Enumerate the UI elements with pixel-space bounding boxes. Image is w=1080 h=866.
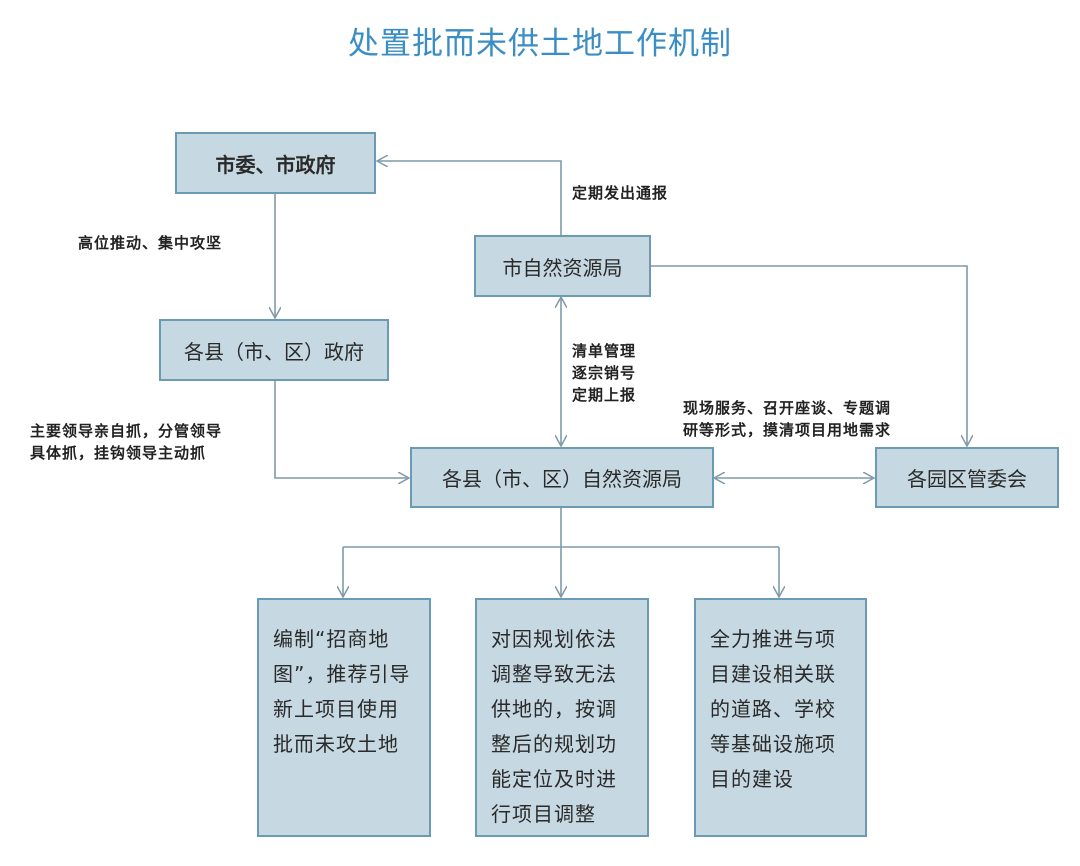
label-push: 高位推动、集中攻坚 bbox=[78, 234, 223, 252]
node-county-bureau: 各县（市、区）自然资源局 bbox=[410, 447, 714, 508]
node-park-committee: 各园区管委会 bbox=[875, 447, 1059, 508]
label-leaders: 主要领导亲自抓，分管领导 具体抓，挂钩领导主动抓 bbox=[30, 422, 223, 462]
arrow-county-gov-to-bureau bbox=[274, 380, 409, 478]
node-city-gov: 市委、市政府 bbox=[175, 132, 376, 194]
node-action-2: 对因规划依法调整导致无法供地的，按调整后的规划功能定位及时进行项目调整 bbox=[475, 598, 649, 837]
label-list-management: 清单管理 逐宗销号 定期上报 bbox=[572, 342, 637, 404]
arrow-bureau-to-park bbox=[650, 265, 967, 446]
node-action-1: 编制“招商地图”，推荐引导新上项目使用批而未攻土地 bbox=[257, 598, 431, 837]
diagram-title: 处置批而未供土地工作机制 bbox=[348, 26, 732, 62]
label-report: 定期发出通报 bbox=[572, 184, 669, 202]
branch-trunk bbox=[343, 507, 779, 548]
label-onsite: 现场服务、召开座谈、专题调 研等形式，摸清项目用地需求 bbox=[683, 399, 892, 439]
node-county-gov: 各县（市、区）政府 bbox=[159, 319, 389, 381]
node-action-3: 全力推进与项目建设相关联的道路、学校等基础设施项目的建设 bbox=[694, 598, 867, 837]
arrow-bureau-to-city bbox=[377, 161, 562, 235]
node-city-bureau: 市自然资源局 bbox=[474, 235, 651, 297]
